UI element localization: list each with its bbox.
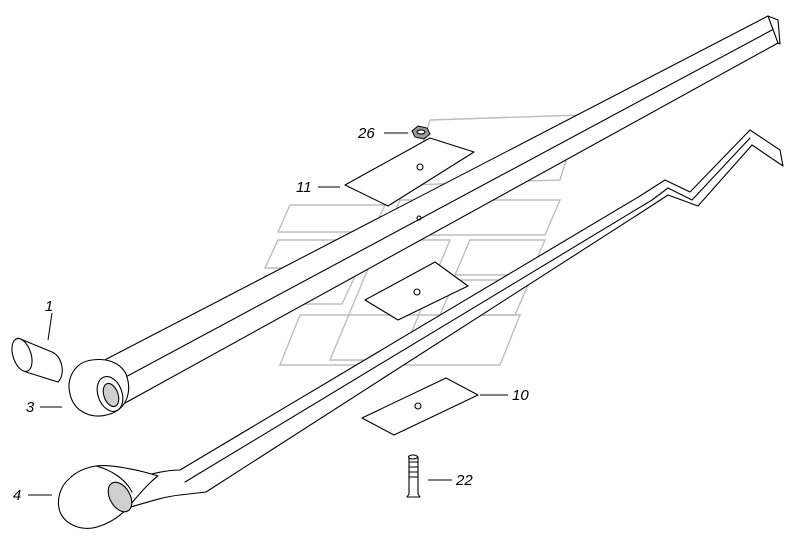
callout-11: 11 xyxy=(296,179,312,196)
center-bolt xyxy=(406,215,422,498)
lower-spring-leaf xyxy=(57,129,784,529)
leader-lines xyxy=(28,132,508,496)
callout-22: 22 xyxy=(455,472,473,489)
bushing xyxy=(11,337,63,383)
callout-4: 4 xyxy=(13,487,21,504)
callout-10: 10 xyxy=(512,387,529,404)
nut xyxy=(411,125,431,140)
callout-1: 1 xyxy=(45,298,53,315)
spring-pad-middle xyxy=(364,261,469,321)
callout-3: 3 xyxy=(26,399,35,416)
spring-pad-upper xyxy=(344,137,475,207)
spring-pad-lower xyxy=(361,377,479,436)
callout-26: 26 xyxy=(357,125,375,142)
upper-spring-leaf xyxy=(68,15,781,417)
